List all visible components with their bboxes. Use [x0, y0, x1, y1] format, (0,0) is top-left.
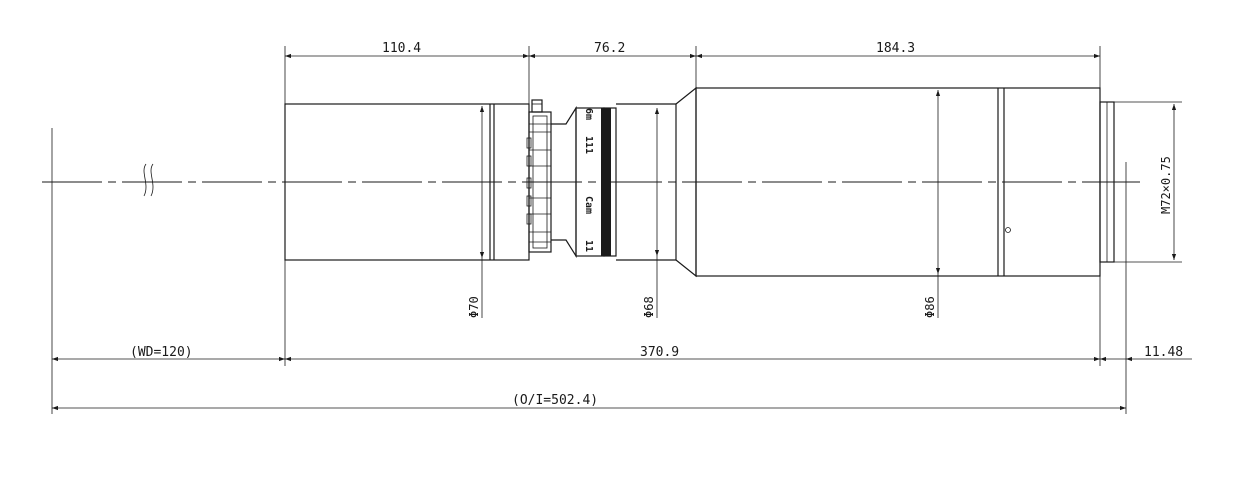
- index-dot: [1005, 227, 1011, 233]
- diameter-rear-label: Φ86: [923, 296, 937, 318]
- middle-barrel: [551, 86, 697, 278]
- rear-mount: [1099, 101, 1115, 263]
- top-length-dimensions: 110.4 76.2 184.3: [284, 41, 1101, 104]
- rear-barrel: [695, 87, 1101, 277]
- engraved-band: [601, 108, 611, 256]
- bottom-length-dimensions: (WD=120) 370.9 11.48 (O/I=502.4): [51, 202, 1192, 414]
- object-to-image-label: (O/I=502.4): [512, 393, 598, 408]
- optical-axis: [42, 128, 1140, 238]
- engraving-ring-c: 6m: [583, 108, 594, 120]
- engraving-ring-d: 11: [583, 240, 594, 252]
- working-distance-label: (WD=120): [130, 345, 193, 360]
- break-symbol-right: [150, 163, 154, 197]
- rear-length-label: 184.3: [876, 41, 915, 56]
- back-offset-label: 11.48: [1144, 345, 1183, 360]
- thread-spec-label: M72×0.75: [1159, 156, 1173, 214]
- diameter-middle-label: Φ68: [642, 296, 656, 318]
- front-length-label: 110.4: [382, 41, 421, 56]
- locking-screw: [531, 99, 543, 113]
- engraving-ring-b: 111: [583, 136, 594, 154]
- engraving-ring-a: Cam: [583, 196, 594, 214]
- middle-length-label: 76.2: [594, 41, 625, 56]
- engraving: 6m 111 Cam 11: [583, 108, 594, 252]
- diameter-front-label: Φ70: [467, 296, 481, 318]
- diameter-dimensions: Φ70 Φ68 Φ86 M72×0.75: [467, 90, 1182, 318]
- lens-length-label: 370.9: [640, 345, 679, 360]
- break-symbol-left: [143, 163, 147, 197]
- focus-ring: [526, 99, 552, 253]
